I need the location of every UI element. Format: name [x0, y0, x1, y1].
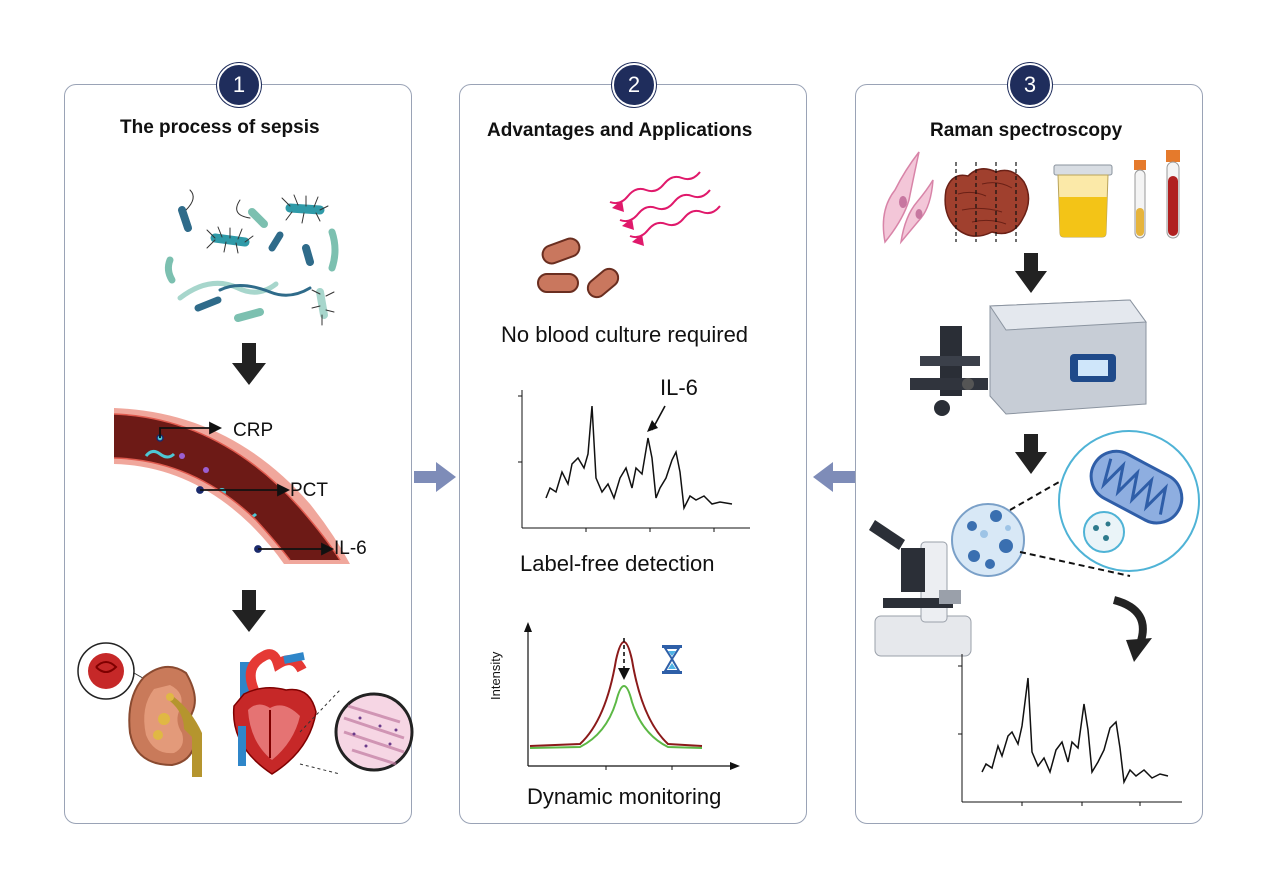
- caption-label-free: Label-free detection: [520, 551, 715, 576]
- cell-zoom-icon: [951, 503, 1025, 577]
- marker-label-crp: CRP: [233, 420, 274, 441]
- connector-arrow-left-icon: [813, 462, 855, 492]
- step-badge-1: 1: [217, 63, 261, 107]
- intensity-peak-chart-icon: [524, 622, 740, 770]
- down-arrow-3-icon: [1015, 253, 1047, 293]
- marker-label-pct: PCT: [290, 480, 328, 501]
- bacteria-icon: [164, 189, 339, 326]
- tissue-sample-icon: [944, 162, 1030, 242]
- marker-label-il6: IL-6: [334, 538, 367, 559]
- step-badge-3: 3: [1008, 63, 1052, 107]
- down-arrow-1-icon: [232, 343, 266, 385]
- tissue-zoom-icon: [299, 689, 414, 775]
- raman-spectrum-chart-icon: [518, 390, 750, 532]
- cell-icon: [882, 151, 934, 245]
- curved-arrow-icon: [1112, 596, 1152, 662]
- microscope-icon: [869, 520, 972, 657]
- down-arrow-4-icon: [1015, 434, 1047, 474]
- blood-tube-icon: [1134, 150, 1180, 239]
- spectrum-peak-label-il6: IL-6: [660, 375, 698, 400]
- hourglass-icon: [662, 645, 682, 674]
- kidney-icon: [77, 642, 202, 777]
- panel-2-title: Advantages and Applications: [487, 120, 753, 141]
- y-axis-label-intensity: Intensity: [488, 651, 503, 700]
- urine-cup-icon: [1053, 164, 1113, 238]
- laser-wave-icon: [537, 171, 721, 299]
- panel-3-title: Raman spectroscopy: [930, 120, 1123, 141]
- caption-no-blood-culture: No blood culture required: [501, 322, 749, 347]
- caption-dynamic-monitoring: Dynamic monitoring: [527, 784, 722, 809]
- dashed-zoom-lines-icon: [1009, 469, 1131, 577]
- panel-advantages: [459, 84, 807, 824]
- raman-spectrum-output-icon: [958, 654, 1182, 806]
- down-arrow-2-icon: [232, 590, 266, 632]
- connector-arrow-right-icon: [414, 462, 456, 492]
- blood-vessel-icon: [113, 408, 350, 564]
- raman-spectrometer-icon: [910, 299, 1147, 416]
- panel-1-title: The process of sepsis: [120, 117, 320, 138]
- mitochondria-icon: [1058, 430, 1200, 572]
- step-badge-2: 2: [612, 63, 656, 107]
- heart-icon: [232, 649, 317, 775]
